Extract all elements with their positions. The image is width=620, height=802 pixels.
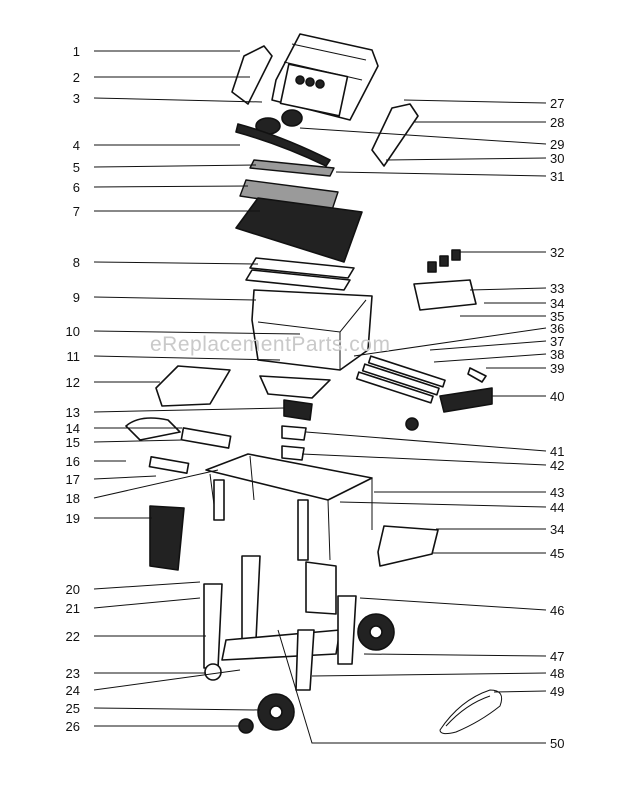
callout-number: 5: [73, 160, 80, 175]
callout-number: 14: [66, 421, 80, 436]
callout-number: 48: [550, 666, 564, 681]
callout-number: 11: [67, 349, 81, 364]
left-leader-lines: [93, 50, 301, 727]
callout-number: 44: [550, 500, 564, 515]
callout-number: 25: [66, 701, 80, 716]
callout-number: 34: [550, 296, 564, 311]
callout-number: 30: [550, 151, 564, 166]
callout-number: 33: [550, 281, 564, 296]
catch-pan: [259, 375, 331, 399]
callout-number: 43: [550, 485, 564, 500]
cart-frame: [125, 417, 439, 691]
callout-number: 24: [66, 683, 80, 698]
callout-number: 2: [73, 70, 80, 85]
callout-number: 22: [66, 629, 80, 644]
grates: [235, 159, 363, 291]
callout-number: 12: [66, 375, 80, 390]
callout-number: 28: [550, 115, 564, 130]
callout-number: 17: [66, 472, 80, 487]
callout-number: 46: [550, 603, 564, 618]
left-handle-bracket: [231, 45, 273, 105]
towel-bar: [125, 417, 181, 441]
callout-number: 40: [550, 389, 564, 404]
callout-number: 19: [66, 511, 80, 526]
callout-number: 3: [73, 91, 80, 106]
callout-number: 26: [66, 719, 80, 734]
callout-number: 8: [73, 255, 80, 270]
callout-number: 41: [550, 444, 564, 459]
callout-number: 27: [550, 96, 564, 111]
callout-number: 4: [73, 138, 80, 153]
callout-number: 50: [550, 736, 564, 751]
right-handle-bracket: [371, 103, 419, 167]
callout-number: 21: [66, 601, 80, 616]
callout-number: 20: [66, 582, 80, 597]
panel: [305, 561, 337, 615]
callout-number: 37: [550, 334, 564, 349]
cookbox: [155, 289, 373, 461]
callout-number: 47: [550, 649, 564, 664]
callout-number: 13: [66, 405, 80, 420]
lid-assembly: [231, 33, 419, 167]
callout-number: 42: [550, 458, 564, 473]
callout-number: 18: [66, 491, 80, 506]
side-table: [155, 365, 231, 407]
side-rail: [377, 525, 439, 567]
wheels-and-hose: [238, 613, 503, 735]
callout-number: 23: [66, 666, 80, 681]
left-callouts: 1 2 3 4 5 6 7 8 9 10 11 12 13 14 15 16 1…: [66, 44, 80, 734]
callout-number: 45: [550, 546, 564, 561]
callout-number: 7: [73, 204, 80, 219]
burners-and-valves: [355, 249, 493, 431]
right-callouts: 27 28 29 30 31 32 33 34 35 36 37 38 39 4…: [550, 96, 564, 751]
callout-number: 16: [66, 454, 80, 469]
callout-number: 35: [550, 309, 564, 324]
callout-number: 9: [73, 290, 80, 305]
callout-number: 38: [550, 347, 564, 362]
handle-bar: [235, 123, 331, 167]
callout-number: 10: [66, 324, 80, 339]
callout-number: 29: [550, 137, 564, 152]
callout-number: 32: [550, 245, 564, 260]
callout-number: 39: [550, 361, 564, 376]
watermark-text: eReplacementParts.com: [150, 333, 390, 356]
manifold: [439, 387, 493, 413]
right-leader-lines: [277, 99, 547, 744]
callout-number: 49: [550, 684, 564, 699]
callout-number: 36: [550, 321, 564, 336]
callout-number: 31: [550, 169, 564, 184]
bottom-shelf: [221, 629, 341, 661]
tank-holder: [149, 505, 185, 571]
callout-number: 1: [73, 44, 80, 59]
callout-number: 15: [66, 435, 80, 450]
callout-number: 34: [550, 522, 564, 537]
control-panel: [413, 279, 477, 311]
callout-number: 6: [73, 180, 80, 195]
